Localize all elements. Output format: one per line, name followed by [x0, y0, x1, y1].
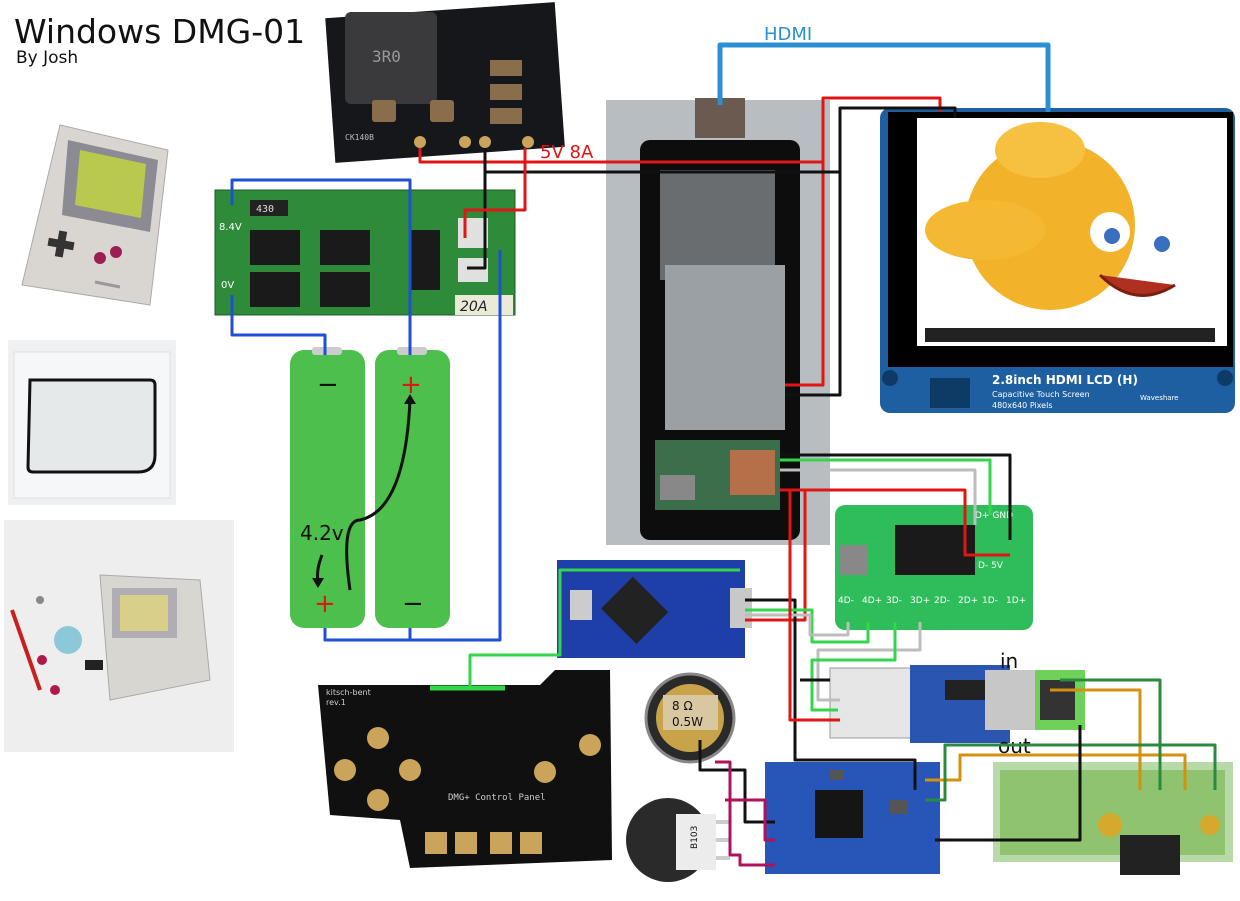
usb-white-wire-dongle — [816, 622, 922, 702]
usb-white-wire-promicro — [745, 613, 850, 637]
audio-in-label: in — [1000, 649, 1018, 673]
wiring-layer — [230, 42, 1217, 867]
battery1-plus-label: + — [314, 589, 336, 619]
battery-voltage-label: 4.2v — [300, 521, 344, 545]
lcd-resolution-label: 480x640 Pixels — [992, 401, 1053, 410]
audio-black-wire-1 — [935, 725, 1082, 842]
usb-red-wire-1 — [780, 488, 1010, 557]
audio-jack-out-board — [993, 762, 1233, 875]
hub-pin-label: 1D+ — [1006, 596, 1026, 606]
battery-wire-minus — [230, 295, 327, 355]
usb-audio-dongle — [829, 665, 1035, 743]
usb-red-wire-promicro — [745, 490, 807, 622]
audio-black-wire-speaker — [698, 740, 775, 824]
screen-lens-reference-image — [8, 340, 176, 505]
diagram-subtitle: By Josh — [16, 48, 79, 68]
usb-white-wire-1 — [780, 468, 977, 525]
buck-converter-board: 3R0 CK140B — [325, 2, 565, 163]
battery1-minus-label: − — [317, 370, 339, 400]
hub-pin-label: 4D- — [838, 596, 854, 606]
bms-plus-label: 8.4V — [219, 222, 242, 233]
audio-amplifier-board — [765, 762, 940, 874]
power-wire-bms — [463, 148, 527, 238]
power-out-label: 5V 8A — [540, 142, 594, 163]
kit-parts-reference-image — [4, 520, 234, 752]
usb-hub-board: D+ GND D- 5V 4D- 4D+ 3D- 3D+ 2D- 2D+ 1D- 1D+ — [835, 505, 1033, 630]
hub-pin-label: 2D- — [934, 596, 950, 606]
hdmi-wire — [717, 42, 1051, 112]
speaker-wire-1 — [715, 760, 775, 867]
lcd-title-label: 2.8inch HDMI LCD (H) — [992, 373, 1138, 387]
hdmi-lcd-module: 2.8inch HDMI LCD (H) Capacitive Touch Sc… — [880, 108, 1235, 413]
battery-voltage-arrow — [345, 399, 412, 591]
hub-pin-label: 1D- — [982, 596, 998, 606]
battery-wire-plus — [230, 178, 412, 355]
hub-pin-label: 4D+ — [862, 596, 882, 606]
compute-stick-board — [606, 98, 830, 545]
ground-wire-bms — [467, 172, 487, 270]
speaker: 8 Ω 0.5W — [644, 672, 736, 764]
gameboy-reference-image — [21, 124, 169, 306]
hub-pin-label: 3D- — [886, 596, 902, 606]
power-5v-wire-hub — [785, 162, 825, 387]
hub-pin-label: 3D+ — [910, 596, 930, 606]
battery2-plus-label: + — [400, 370, 422, 400]
speaker-ohm-label: 8 Ω — [672, 699, 693, 713]
pro-micro-board — [557, 560, 752, 658]
battery-cell-1: − + — [290, 347, 365, 628]
speaker-watt-label: 0.5W — [672, 715, 703, 729]
audio-orange-wire-1 — [1050, 688, 1142, 790]
hub-pin-label: 2D+ — [958, 596, 978, 606]
battery-cell-2: + − — [375, 347, 450, 628]
svg-text:D- 5V: D- 5V — [978, 561, 1004, 571]
volume-potentiometer: B103 — [626, 798, 730, 882]
control-panel-name: DMG+ Control Panel — [448, 793, 546, 803]
diagram-title: Windows DMG-01 — [14, 12, 306, 51]
usb-green-wire-1 — [780, 458, 992, 515]
pot-value-label: B103 — [690, 826, 700, 849]
ground-wire-compute — [483, 106, 957, 174]
control-panel-green-wire — [468, 568, 740, 688]
audio-green-wire-2 — [925, 743, 1217, 802]
lcd-subtitle-label: Capacitive Touch Screen — [992, 390, 1090, 399]
bms-minus-label: 0V — [221, 280, 234, 291]
bms-rating-label: 20A — [460, 299, 487, 315]
control-panel-brand: kitsch-bent — [326, 688, 371, 697]
usb-black-wire-promicro — [745, 598, 917, 790]
bms-protection-board: 430 8.4V 0V 20A — [214, 189, 516, 316]
battery-wire-series — [323, 250, 502, 642]
ground-wire-compute-2 — [785, 172, 842, 397]
speaker-wire-2 — [725, 798, 775, 842]
control-panel-rev: rev.1 — [326, 698, 346, 707]
hub-top-pin-labels: D+ GND — [975, 511, 1013, 521]
battery2-minus-label: − — [402, 589, 424, 619]
hub-pin-labels: 4D- 4D+ 3D- 3D+ 2D- 2D+ 1D- 1D+ — [838, 596, 1026, 606]
inductor-label: 3R0 — [372, 47, 401, 66]
hdmi-label: HDMI — [764, 24, 812, 45]
power-5v-wire-compute — [418, 96, 942, 164]
usb-red-wire-dongle — [788, 490, 840, 722]
audio-green-wire-1 — [1060, 678, 1162, 790]
bms-resistor-label: 430 — [256, 204, 274, 215]
control-panel-board: kitsch-bent rev.1 DMG+ Control Panel — [318, 670, 612, 868]
converter-part-label: CK140B — [345, 133, 374, 142]
audio-orange-wire-2 — [925, 753, 1187, 790]
usb-black-wire-1 — [780, 453, 1012, 540]
lcd-brand-label: Waveshare — [1140, 394, 1179, 402]
usb-green-wire-dongle — [810, 622, 897, 712]
